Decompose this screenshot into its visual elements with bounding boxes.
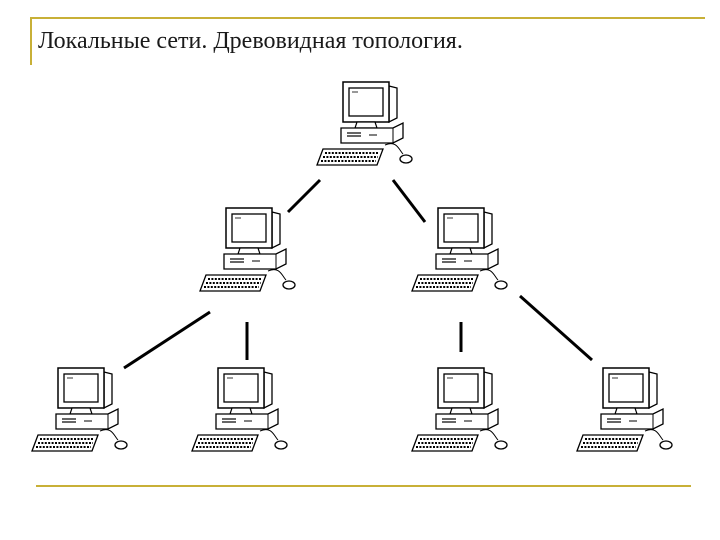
computer-icon-leaf-3 [412, 368, 507, 451]
computer-icon-mid-right [412, 208, 507, 291]
computer-icon-leaf-1 [32, 368, 127, 451]
link-root-to-mid-right [393, 180, 425, 222]
computer-icon-root [317, 82, 412, 165]
link-mid-left-to-leaf-1 [124, 312, 210, 368]
computer-icon-mid-left [200, 208, 295, 291]
computer-icon-leaf-4 [577, 368, 672, 451]
link-root-to-mid-left [288, 180, 320, 212]
computer-icon-leaf-2 [192, 368, 287, 451]
link-mid-right-to-leaf-4 [520, 296, 592, 360]
